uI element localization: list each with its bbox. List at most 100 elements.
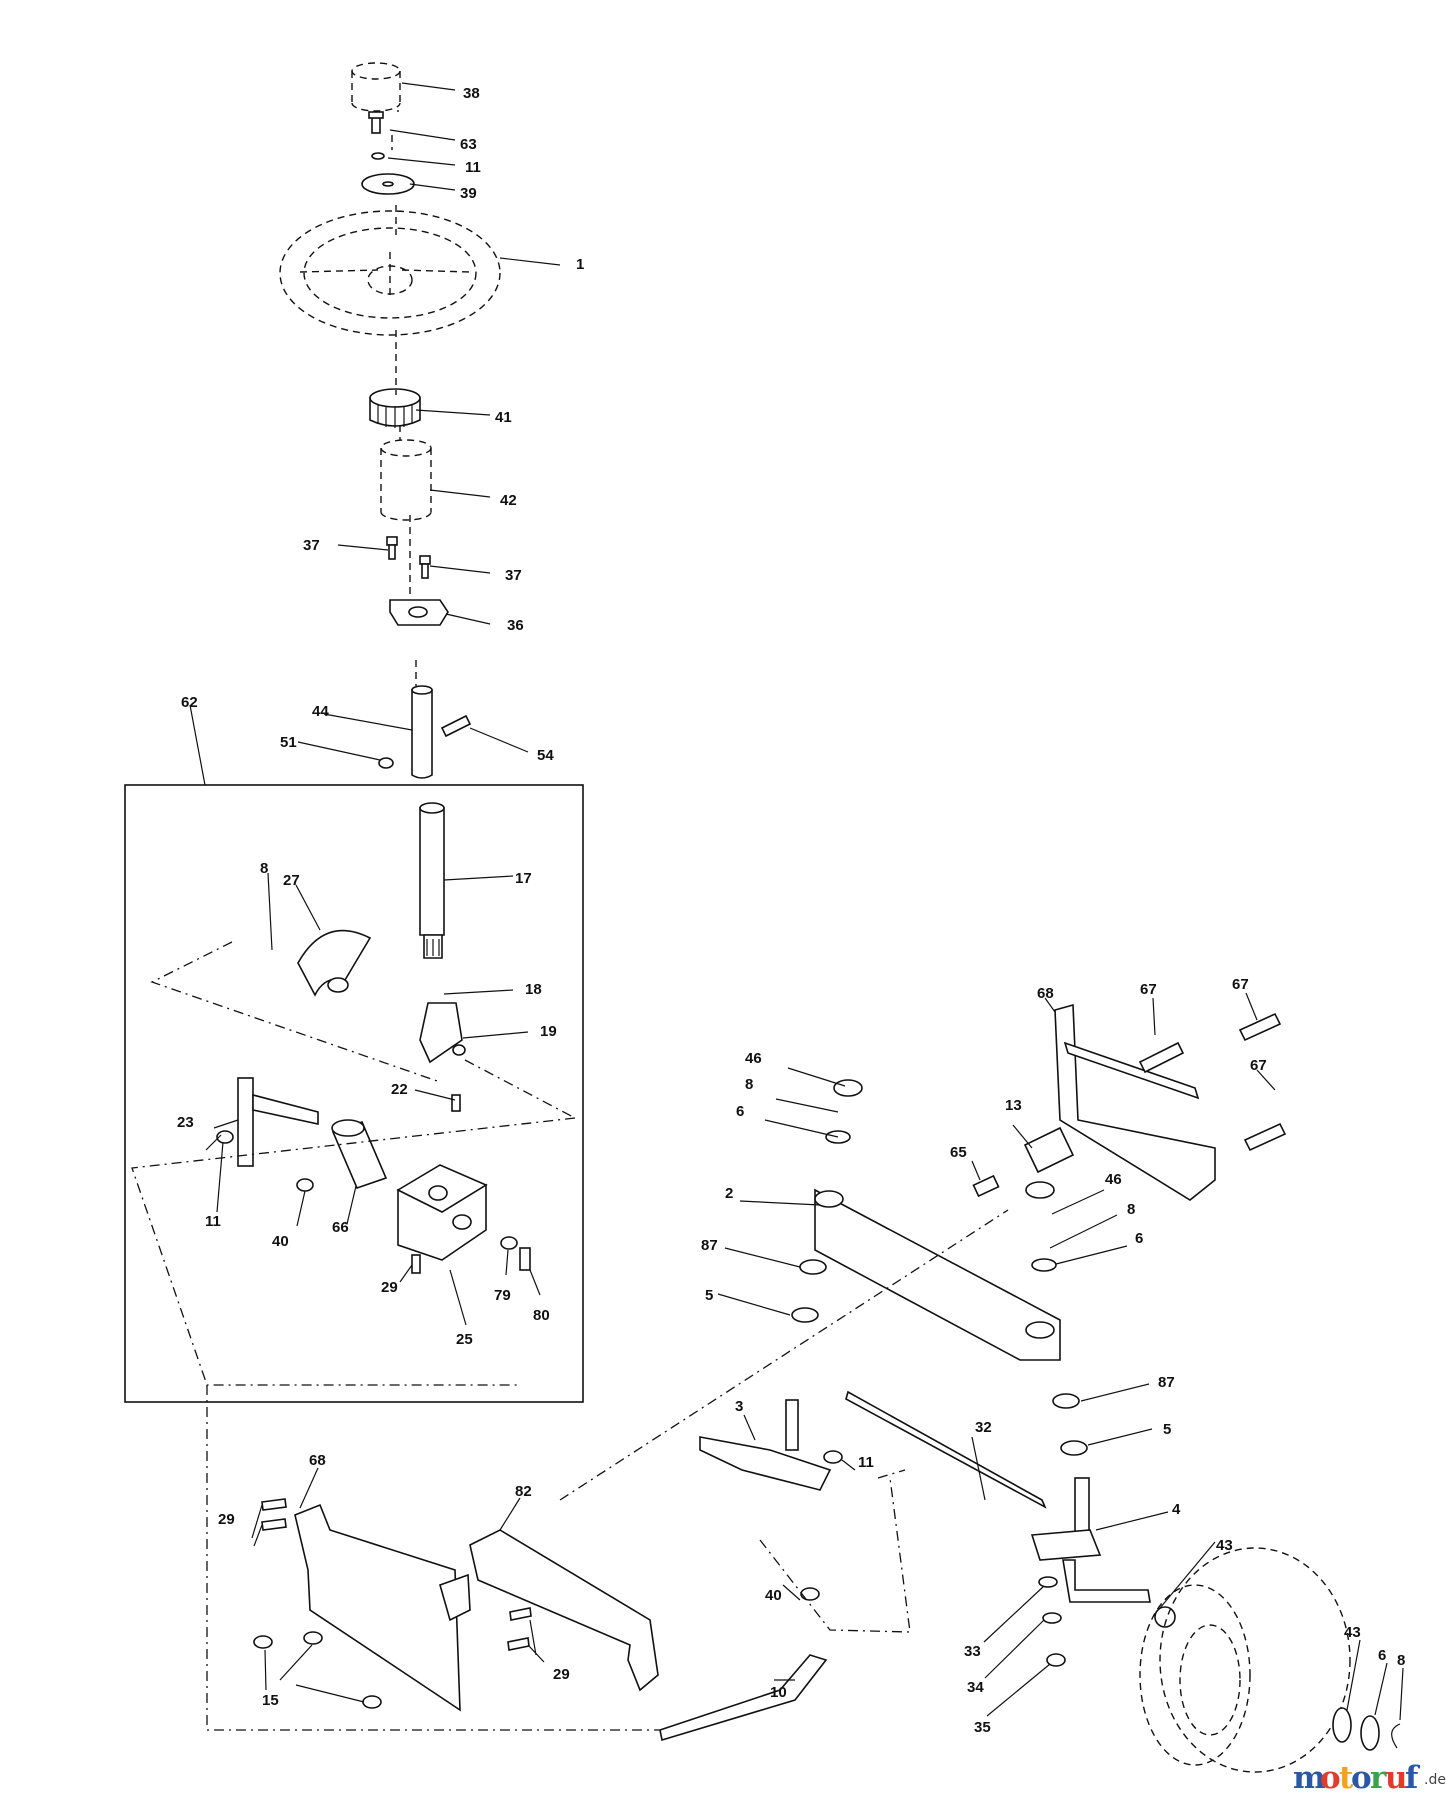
label-46: 46	[745, 1050, 762, 1067]
bolt-29	[411, 1254, 421, 1274]
label-22: 22	[391, 1081, 408, 1098]
label-17: 17	[515, 870, 532, 887]
sector-gear	[297, 929, 372, 997]
washer-5-a	[791, 1307, 819, 1323]
label-23: 23	[177, 1114, 194, 1131]
label-41: 41	[495, 409, 512, 426]
label-19: 19	[540, 1023, 557, 1040]
bushing-87-b	[1052, 1393, 1080, 1409]
axle-bracket-68	[1054, 1003, 1216, 1201]
label-62: 62	[181, 694, 198, 711]
label-6: 6	[736, 1103, 744, 1120]
kit-62-frame	[124, 784, 584, 1403]
label-6: 6	[1378, 1647, 1386, 1664]
steering-adapter	[369, 388, 421, 428]
column-support	[389, 599, 449, 626]
watermark-suffix: .de	[1424, 1772, 1446, 1788]
front-axle-2	[814, 1188, 1061, 1361]
label-42: 42	[500, 492, 517, 509]
label-35: 35	[974, 1719, 991, 1736]
watermark-letter-o: o	[1320, 1760, 1341, 1796]
label-43: 43	[1216, 1537, 1233, 1554]
steering-shaft-upper	[411, 685, 433, 779]
watermark-letter-m: m	[1293, 1760, 1326, 1796]
steering-shaft-17	[419, 802, 445, 959]
label-43: 43	[1344, 1624, 1361, 1641]
bolts-29-bottom	[261, 1498, 532, 1651]
bolt-54	[440, 714, 472, 738]
label-5: 5	[705, 1287, 713, 1304]
nut-35	[1046, 1653, 1066, 1667]
assembly-alignment-lines	[206, 1209, 1009, 1731]
label-4: 4	[1172, 1501, 1181, 1518]
watermark-letter-t: t	[1339, 1760, 1354, 1796]
watermark-letter-r: r	[1370, 1760, 1387, 1796]
bolts-67	[1138, 1012, 1287, 1152]
steering-pinion-23	[237, 1077, 319, 1167]
label-5: 5	[1163, 1421, 1171, 1438]
label-79: 79	[494, 1287, 511, 1304]
label-10: 10	[770, 1684, 787, 1701]
label-68: 68	[309, 1452, 326, 1469]
label-37: 37	[505, 567, 522, 584]
label-68: 68	[1037, 985, 1054, 1002]
label-8: 8	[260, 860, 268, 877]
label-37: 37	[303, 537, 320, 554]
label-25: 25	[456, 1331, 473, 1348]
label-2: 2	[725, 1185, 733, 1202]
label-67: 67	[1232, 976, 1249, 993]
clip-8-d	[1391, 1723, 1401, 1749]
pivot-bar-19	[419, 1002, 466, 1064]
rod-10	[659, 1654, 828, 1742]
spindle-3	[699, 1399, 832, 1491]
cap-46-b	[1025, 1181, 1055, 1199]
label-3: 3	[735, 1398, 743, 1415]
label-65: 65	[950, 1144, 967, 1161]
bushing-87-a	[799, 1259, 827, 1275]
steering-column-tube	[380, 439, 432, 521]
label-29: 29	[381, 1279, 398, 1296]
callout-labels: 38 63 11 39 1 41 42 37 37 36 62 44 51 54…	[177, 85, 1405, 1736]
bolts-37	[386, 536, 431, 579]
label-27: 27	[283, 872, 300, 889]
washer-79	[500, 1236, 518, 1250]
label-66: 66	[332, 1219, 349, 1236]
washer-33	[1038, 1576, 1058, 1588]
motoruf-watermark: m o t o r u f .de	[1293, 1760, 1446, 1796]
label-13: 13	[1005, 1097, 1022, 1114]
label-8: 8	[1397, 1652, 1405, 1669]
label-11: 11	[465, 159, 481, 176]
screw-22	[451, 1094, 461, 1112]
washer-43-b	[1332, 1707, 1352, 1743]
label-46: 46	[1105, 1171, 1122, 1188]
washer-6-c	[1360, 1715, 1380, 1751]
label-39: 39	[460, 185, 477, 202]
label-34: 34	[967, 1679, 984, 1696]
cap-screw	[368, 111, 384, 134]
label-67: 67	[1140, 981, 1157, 998]
washer-6-b	[1031, 1258, 1057, 1272]
label-38: 38	[463, 85, 480, 102]
label-63: 63	[460, 136, 477, 153]
bushing-66	[331, 1119, 388, 1189]
nuts-15	[253, 1631, 382, 1709]
spacer-13	[1023, 1126, 1075, 1174]
kit-alignment-lines	[131, 941, 576, 1386]
nut-40-b	[800, 1587, 820, 1601]
bolt-80	[519, 1247, 531, 1271]
front-wheel	[1139, 1547, 1351, 1773]
leader-lines	[189, 82, 1404, 1721]
label-51: 51	[280, 734, 297, 751]
label-8: 8	[745, 1076, 753, 1093]
label-54: 54	[537, 747, 554, 764]
label-29: 29	[218, 1511, 235, 1528]
label-87: 87	[701, 1237, 718, 1254]
label-6: 6	[1135, 1230, 1143, 1247]
pin-65	[972, 1174, 1000, 1198]
steering-wheel	[279, 210, 501, 336]
watermark-letter-u: u	[1385, 1760, 1408, 1796]
assembly-centerline	[391, 110, 417, 686]
label-87: 87	[1158, 1374, 1175, 1391]
drag-link-32	[845, 1390, 1047, 1509]
